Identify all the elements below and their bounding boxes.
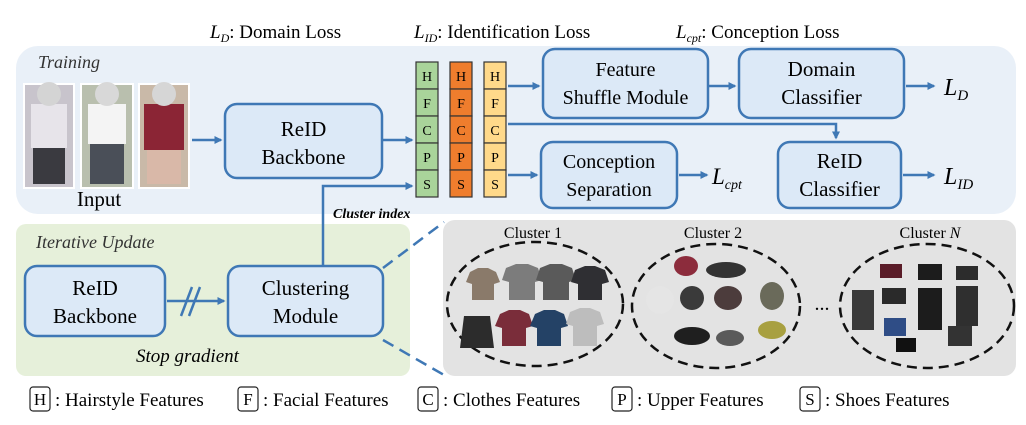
legend-item-s: S : Shoes Features bbox=[799, 386, 950, 412]
legend-item-p: P : Upper Features bbox=[611, 386, 764, 412]
legend-description: : Upper Features bbox=[637, 390, 764, 411]
arrow-cluster-index bbox=[321, 182, 414, 266]
feature-cell-s bbox=[449, 169, 473, 198]
legend-key-letter: F bbox=[243, 390, 252, 409]
training-label: Training bbox=[38, 52, 100, 72]
legend-item-c: C : Clothes Features bbox=[417, 386, 580, 412]
legend-key-box bbox=[29, 386, 51, 412]
feature-cell-letter: S bbox=[457, 178, 465, 193]
face-mask-1 bbox=[37, 82, 61, 106]
svg-text:ReID: ReID bbox=[817, 149, 863, 173]
svg-text:ReID: ReID bbox=[72, 276, 118, 300]
stop-gradient-mark-2 bbox=[187, 286, 202, 317]
feature-shuffle-module: Feature Shuffle Module bbox=[541, 47, 710, 120]
feature-cell-letter: C bbox=[422, 124, 431, 139]
domain-loss-output: LD bbox=[943, 75, 968, 104]
feature-cell-letter: P bbox=[423, 151, 431, 166]
reid-classifier: ReID Classifier bbox=[776, 140, 903, 210]
feature-legend: H : Hairstyle Features F : Facial Features C… bbox=[29, 386, 950, 412]
cluster-n bbox=[838, 242, 1016, 370]
svg-text:ReID: ReID bbox=[281, 117, 327, 141]
domain-classifier: Domain Classifier bbox=[737, 47, 906, 120]
svg-text:Separation: Separation bbox=[566, 179, 652, 201]
svg-text:Classifier: Classifier bbox=[781, 85, 861, 109]
face-mask-3 bbox=[152, 82, 176, 106]
svg-text:Module: Module bbox=[273, 304, 338, 328]
svg-text:Backbone: Backbone bbox=[262, 145, 346, 169]
cluster-1 bbox=[445, 240, 625, 368]
input-label: Input bbox=[77, 187, 121, 211]
face-mask-2 bbox=[95, 82, 119, 106]
legend-key-box bbox=[237, 386, 259, 412]
feature-cell-letter: S bbox=[423, 178, 431, 193]
reid-backbone-top: ReID Backbone bbox=[223, 102, 384, 180]
reid-backbone-bottom: ReID Backbone bbox=[23, 264, 167, 338]
feature-cell-letter: S bbox=[491, 178, 499, 193]
legend-key-box bbox=[611, 386, 633, 412]
legend-key-letter: H bbox=[34, 390, 46, 409]
feature-cell-letter: H bbox=[422, 70, 432, 85]
legend-description: : Facial Features bbox=[263, 390, 389, 411]
svg-text:Backbone: Backbone bbox=[53, 304, 137, 328]
stop-gradient-label: Stop gradient bbox=[136, 346, 240, 367]
cluster-n-label: Cluster N bbox=[900, 225, 962, 242]
svg-text:Domain: Domain bbox=[788, 57, 856, 81]
legend-item-f: F : Facial Features bbox=[237, 386, 389, 412]
svg-text:Feature: Feature bbox=[596, 59, 656, 81]
feature-cell-letter: F bbox=[457, 97, 465, 112]
cluster-2-label: Cluster 2 bbox=[684, 225, 742, 242]
cluster-1-label: Cluster 1 bbox=[504, 225, 562, 242]
legend-description: : Shoes Features bbox=[825, 390, 950, 411]
cluster-ellipsis: ... bbox=[815, 293, 830, 315]
conception-loss-output: Lcpt bbox=[711, 164, 743, 193]
svg-text:Shuffle Module: Shuffle Module bbox=[563, 87, 689, 109]
feature-cell-s bbox=[415, 169, 439, 198]
cluster-2 bbox=[630, 242, 802, 370]
dashed-connector-top bbox=[382, 221, 445, 269]
domain-loss-definition: LD: Domain Loss bbox=[209, 22, 341, 45]
input-images bbox=[23, 82, 190, 189]
identification-loss-definition: LID: Identification Loss bbox=[413, 22, 590, 45]
feature-cell-letter: H bbox=[456, 70, 466, 85]
legend-description: : Clothes Features bbox=[443, 390, 580, 411]
loss-definitions: LD: Domain Loss LID: Identification Loss… bbox=[209, 22, 840, 45]
feature-cell-s bbox=[483, 169, 507, 198]
feature-cell-letter: C bbox=[490, 124, 499, 139]
conception-separation: Conception Separation bbox=[539, 140, 679, 210]
legend-key-letter: C bbox=[422, 390, 433, 409]
legend-description: : Hairstyle Features bbox=[55, 390, 204, 411]
feature-cell-letter: F bbox=[423, 97, 431, 112]
arrows bbox=[167, 82, 936, 377]
legend-item-h: H : Hairstyle Features bbox=[29, 386, 204, 412]
feature-cell-letter: P bbox=[457, 151, 465, 166]
legend-key-letter: S bbox=[805, 390, 814, 409]
svg-text:Clustering: Clustering bbox=[262, 276, 350, 300]
legend-key-box bbox=[417, 386, 439, 412]
feature-cell-letter: C bbox=[456, 124, 465, 139]
stop-gradient-mark-1 bbox=[179, 286, 194, 317]
identification-loss-output: LID bbox=[943, 164, 973, 193]
feature-cell-letter: H bbox=[490, 70, 500, 85]
arrow-features-to-reid-classifier bbox=[508, 122, 840, 140]
conception-loss-definition: Lcpt: Conception Loss bbox=[675, 22, 840, 45]
legend-key-box bbox=[799, 386, 821, 412]
cluster-index-label: Cluster index bbox=[333, 207, 410, 222]
dashed-connector-bottom bbox=[382, 338, 445, 377]
iterative-update-label: Iterative Update bbox=[35, 232, 154, 252]
svg-text:Classifier: Classifier bbox=[799, 177, 879, 201]
legend-key-letter: P bbox=[617, 390, 626, 409]
svg-text:Conception: Conception bbox=[563, 151, 655, 173]
feature-cell-letter: F bbox=[491, 97, 499, 112]
feature-cell-letter: P bbox=[491, 151, 499, 166]
clustering-module: Clustering Module bbox=[226, 264, 385, 338]
